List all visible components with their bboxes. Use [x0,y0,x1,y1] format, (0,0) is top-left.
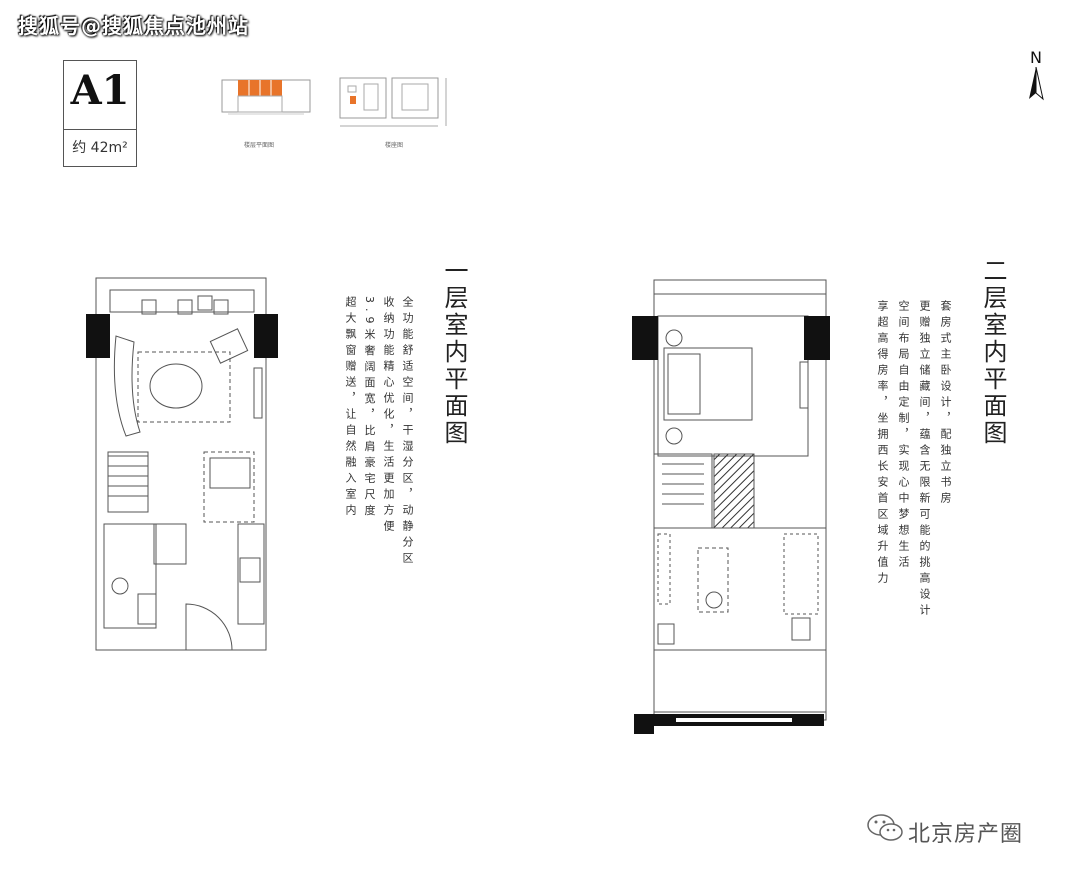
north-arrow: N [1027,48,1045,105]
floor1-description-1: 全功能舒适空间，干湿分区，动静分区 [401,296,414,568]
floor2-title: 二层室内平面图 [979,258,1007,447]
unit-area: 约 42m² [72,140,128,156]
wechat-icon [867,814,903,841]
floor2-description-2: 更赠独立储藏间，蕴含无限新可能的挑高设计 [918,300,931,620]
floor1-description-3: 3.9米奢阔面宽，比肩豪宅尺度 [363,296,376,521]
logo-text: 北京房产圈 [908,822,1024,847]
unit-divider [64,129,136,130]
floor1-title: 一层室内平面图 [440,258,468,447]
floor1-description-2: 收纳功能精心优化，生活更加方便 [382,296,395,536]
site-plan-thumbnail-label: 楼座图 [385,142,404,149]
site-plan-thumbnail [339,77,447,127]
north-label: N [1030,48,1042,67]
floor2-description-1: 套房式主卧设计，配独立书房 [939,300,952,508]
floor1-description-4: 超大飘窗赠送，让自然融入室内 [344,296,357,520]
watermark-text: 搜狐号@搜狐焦点池州站 [18,14,249,38]
floor-location-thumbnail [221,79,311,115]
floor1-plan [86,277,278,651]
floor2-description-3: 空间布局自由定制，实现心中梦想生活 [897,300,910,572]
floor2-description-4: 享超高得房率，坐拥西长安首区域升值力 [876,300,889,588]
unit-label-box: A1 约 42m² [63,60,137,167]
north-arrow-icon [1029,66,1044,101]
unit-code: A1 [70,67,130,114]
floor-plan-thumbnail-label: 楼层平面图 [244,142,275,149]
floor2-plan [632,279,830,734]
